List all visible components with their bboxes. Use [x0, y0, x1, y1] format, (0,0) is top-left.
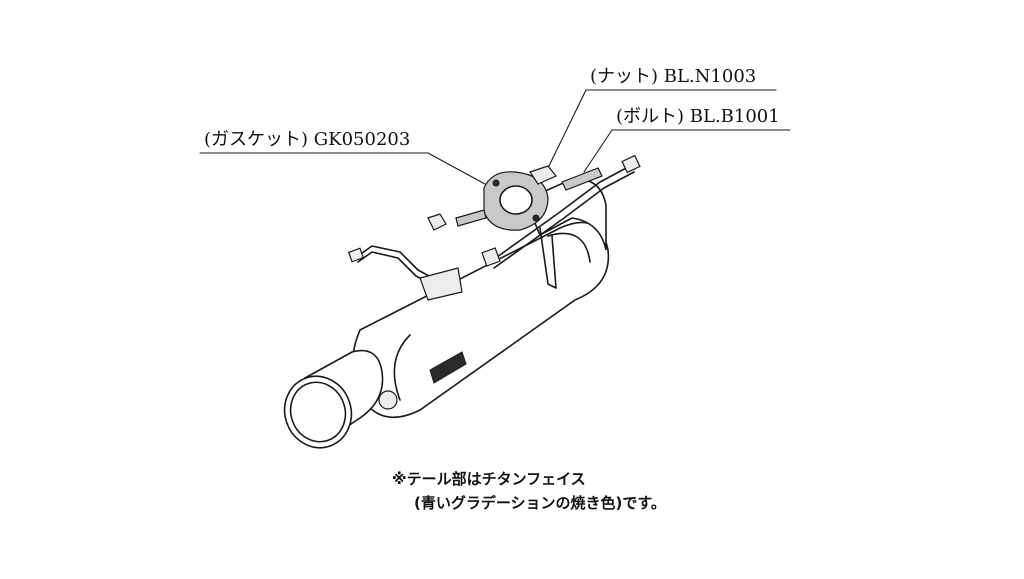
bolt-callout: (ボルト) BL.B1001 [616, 106, 780, 127]
front-hanger-bracket [419, 267, 463, 301]
logo-emblem [378, 390, 398, 410]
nut-leader-diagonal [547, 89, 587, 169]
flange-assembly [427, 165, 603, 231]
hanger-rods [347, 154, 641, 301]
bolt [561, 167, 603, 191]
tail-note-line1: ※テール部はチタンフェイス [392, 470, 586, 488]
bolt-leader-diagonal [583, 129, 613, 173]
rear-hanger-drop [539, 227, 557, 289]
loose-nut [427, 213, 447, 231]
nut [529, 165, 557, 185]
loose-bolt [455, 209, 487, 227]
tail-pipe [283, 349, 384, 449]
muffler-cylinder [351, 221, 610, 419]
tail-pipe-outlet [283, 375, 353, 449]
muffler-seam [393, 334, 411, 401]
leader-lines [199, 89, 791, 191]
brand-badge [429, 351, 467, 384]
nut-callout: (ナット) BL.N1003 [590, 66, 757, 87]
tail-note-line2: (青いグラデーションの焼き色)です。 [414, 494, 666, 512]
rear-hanger [489, 165, 631, 263]
gasket-callout: (ガスケット) GK050203 [204, 129, 411, 150]
gasket-leader-diagonal [427, 152, 497, 191]
